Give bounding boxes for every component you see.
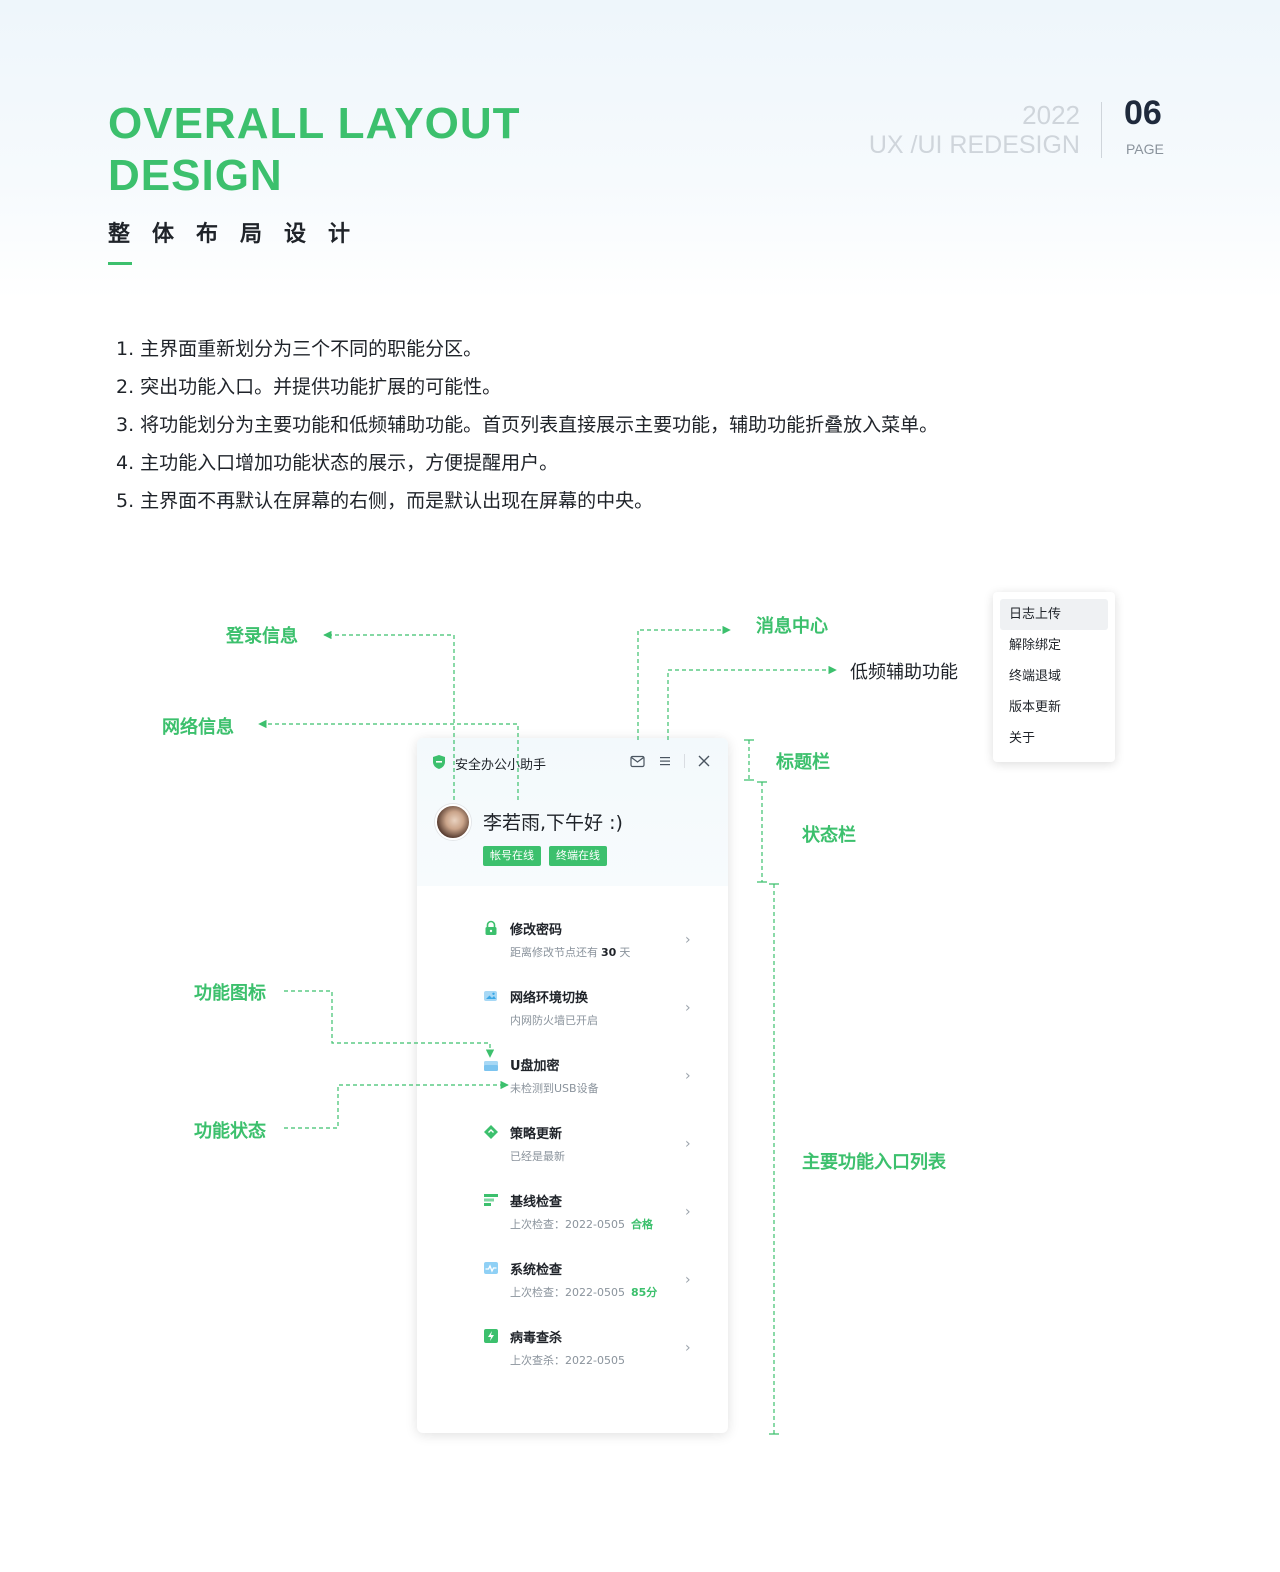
page-number: 06 [1124, 94, 1162, 132]
connector-aux-functions [667, 665, 837, 740]
annotation-feature-status: 功能状态 [194, 1121, 266, 1142]
policy-icon [484, 1125, 498, 1139]
chevron-right-icon: › [685, 1068, 691, 1084]
page-title-en: OVERALL LAYOUT DESIGN [108, 99, 521, 200]
menu-item-version-update[interactable]: 版本更新 [1009, 700, 1062, 715]
annotation-feature-icon: 功能图标 [194, 983, 266, 1004]
design-points-list: 1. 主界面重新划分为三个不同的职能分区。 2. 突出功能入口。并提供功能扩展的… [116, 330, 1116, 520]
annotation-login-info: 登录信息 [226, 626, 298, 647]
close-icon[interactable] [697, 754, 711, 768]
mail-icon[interactable] [630, 755, 645, 768]
feature-name: 网络环境切换 [510, 991, 589, 1006]
bracket-caps-title-bar [744, 739, 754, 781]
titlebar-separator [684, 754, 685, 768]
feature-name: 修改密码 [510, 923, 563, 938]
status-badge-terminal: 终端在线 [549, 846, 607, 866]
menu-item-unbind[interactable]: 解除绑定 [1009, 638, 1062, 653]
chevron-right-icon: › [685, 1136, 691, 1152]
design-point: 5. 主界面不再默认在屏幕的右侧，而是默认出现在屏幕的中央。 [116, 490, 654, 512]
system-check-icon [484, 1262, 498, 1274]
usb-icon [484, 1061, 498, 1071]
bracket-caps-status-bar [757, 781, 767, 883]
shield-logo-icon [433, 755, 445, 769]
feature-name: 病毒查杀 [510, 1331, 563, 1346]
feature-status: 未检测到USB设备 [510, 1082, 599, 1095]
design-point: 1. 主界面重新划分为三个不同的职能分区。 [116, 338, 483, 360]
feature-row-virus-scan[interactable]: 病毒查杀 上次查杀：2022-0505 › [417, 1324, 728, 1384]
feature-row-usb-encrypt[interactable]: U盘加密 未检测到USB设备 › [417, 1052, 728, 1112]
feature-name: U盘加密 [510, 1059, 560, 1074]
header-divider [1101, 102, 1102, 158]
annotation-status-bar: 状态栏 [802, 825, 856, 846]
menu-item-exit-domain[interactable]: 终端退域 [1009, 669, 1062, 684]
annotation-main-list: 主要功能入口列表 [802, 1152, 946, 1173]
feature-status: 内网防火墙已开启 [510, 1014, 598, 1027]
design-point: 3. 将功能划分为主要功能和低频辅助功能。首页列表直接展示主要功能，辅助功能折叠… [116, 414, 939, 436]
annotation-title-bar: 标题栏 [776, 752, 830, 773]
baseline-icon [484, 1194, 498, 1206]
chevron-right-icon: › [685, 1272, 691, 1288]
chevron-right-icon: › [685, 1340, 691, 1356]
chevron-right-icon: › [685, 1204, 691, 1220]
virus-scan-icon [484, 1329, 498, 1343]
user-greeting: 李若雨,下午好 :) [483, 812, 623, 834]
feature-name: 策略更新 [510, 1127, 563, 1142]
page-label: PAGE [1126, 141, 1164, 157]
header-year: 2022 [1022, 100, 1080, 130]
feature-name: 基线检查 [510, 1195, 563, 1210]
bracket-caps-main-list [769, 883, 779, 1435]
title-underline [108, 262, 132, 265]
feature-name: 系统检查 [510, 1263, 563, 1278]
avatar[interactable] [435, 804, 471, 840]
app-title: 安全办公小助手 [455, 758, 547, 773]
connector-message-center [637, 625, 731, 740]
chevron-right-icon: › [685, 932, 691, 948]
app-window: 安全办公小助手 李若雨,下午好 :) 帐号在线 终端在线 修改密码 距离修改节点… [417, 738, 728, 1433]
header-subtitle: UX /UI REDESIGN [868, 131, 1080, 159]
feature-status: 上次查杀：2022-0505 [510, 1354, 625, 1367]
annotation-network-info: 网络信息 [162, 717, 234, 738]
feature-row-network-switch[interactable]: 网络环境切换 内网防火墙已开启 › [417, 984, 728, 1044]
feature-row-policy-update[interactable]: 策略更新 已经是最新 › [417, 1120, 728, 1180]
aux-function-menu: 日志上传 解除绑定 终端退域 版本更新 关于 [993, 592, 1115, 762]
annotation-message-center: 消息中心 [756, 616, 828, 637]
annotation-aux-functions: 低频辅助功能 [850, 662, 958, 683]
menu-icon[interactable] [659, 755, 671, 767]
design-point: 2. 突出功能入口。并提供功能扩展的可能性。 [116, 376, 502, 398]
chevron-right-icon: › [685, 1000, 691, 1016]
page-title-cn: 整体布局设计 [108, 222, 373, 247]
design-point: 4. 主功能入口增加功能状态的展示，方便提醒用户。 [116, 452, 559, 474]
status-badge-account: 帐号在线 [483, 846, 541, 866]
feature-status: 已经是最新 [510, 1150, 565, 1163]
lock-icon [485, 920, 497, 935]
menu-item-log-upload[interactable]: 日志上传 [1000, 599, 1108, 630]
menu-item-about[interactable]: 关于 [1009, 731, 1036, 746]
network-icon [484, 991, 497, 1001]
